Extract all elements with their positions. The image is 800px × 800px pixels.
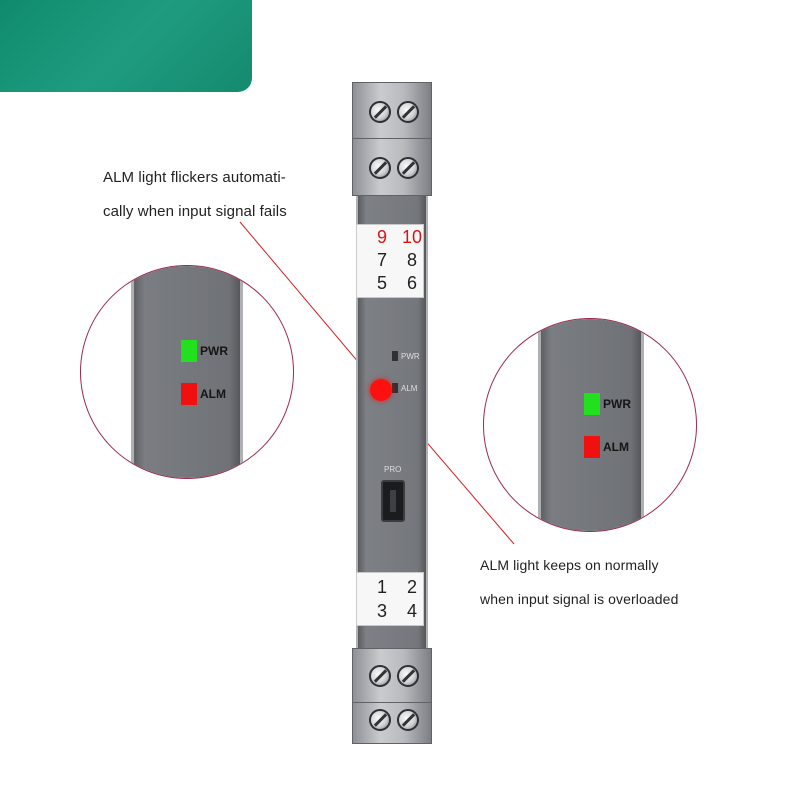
port-label: PRO	[384, 465, 402, 474]
pwr-led-on	[181, 340, 197, 362]
alm-highlight-dot	[370, 379, 392, 401]
screw-icon	[369, 157, 391, 179]
screw-icon	[397, 101, 419, 123]
terminal-label-top: 9 10 7 8 5 6	[356, 224, 424, 298]
alm-led-on	[181, 383, 197, 405]
alm-led-on	[584, 436, 600, 458]
pwr-led-on	[584, 393, 600, 415]
annotation-input-overloaded: ALM light keeps on normally when input s…	[480, 548, 710, 616]
terminal-label-bottom: 1 2 3 4	[356, 572, 424, 626]
screw-icon	[369, 101, 391, 123]
terminal-block-bottom	[352, 702, 432, 744]
usb-port[interactable]	[381, 480, 405, 522]
alm-led	[392, 383, 398, 393]
annotation-input-fails: ALM light flickers automati- cally when …	[103, 161, 323, 229]
screw-icon	[369, 665, 391, 687]
annotation-line: ALM light flickers automati-	[103, 169, 286, 186]
alm-led-label: ALM	[603, 440, 629, 454]
pwr-led-label: PWR	[200, 344, 228, 358]
terminal-number: 2	[406, 577, 417, 597]
zoom-circle-overload: PWR ALM	[483, 318, 697, 532]
pwr-led-label: PWR	[603, 397, 631, 411]
terminal-number: 4	[406, 601, 417, 621]
terminal-number: 3	[376, 601, 387, 621]
screw-icon	[369, 709, 391, 731]
zoom-circle-flicker: PWR ALM	[80, 265, 294, 479]
terminal-number: 9	[376, 227, 387, 247]
usb-port-contacts	[390, 490, 396, 512]
terminal-block-bottom	[352, 648, 432, 704]
terminal-number: 8	[406, 250, 417, 270]
annotation-line: ALM light keeps on normally	[480, 557, 659, 573]
zoom-module-case	[538, 319, 644, 531]
terminal-number: 5	[376, 273, 387, 293]
annotation-line: cally when input signal fails	[103, 203, 287, 220]
alm-led-label: ALM	[200, 387, 226, 401]
screw-icon	[397, 157, 419, 179]
terminal-number: 10	[401, 227, 423, 247]
screw-icon	[397, 665, 419, 687]
screw-icon	[397, 709, 419, 731]
terminal-number: 6	[406, 273, 417, 293]
terminal-block-top	[352, 82, 432, 140]
terminal-number: 1	[376, 577, 387, 597]
annotation-line: when input signal is overloaded	[480, 591, 679, 607]
alm-led-label: ALM	[401, 384, 418, 393]
corner-banner	[0, 0, 252, 92]
signal-isolator-module: 9 10 7 8 5 6 PWR ALM PRO 1 2 3 4	[352, 82, 432, 744]
terminal-number: 7	[376, 250, 387, 270]
terminal-block-top	[352, 138, 432, 196]
pwr-led	[392, 351, 398, 361]
zoom-module-case	[131, 266, 243, 478]
pwr-led-label: PWR	[401, 352, 420, 361]
